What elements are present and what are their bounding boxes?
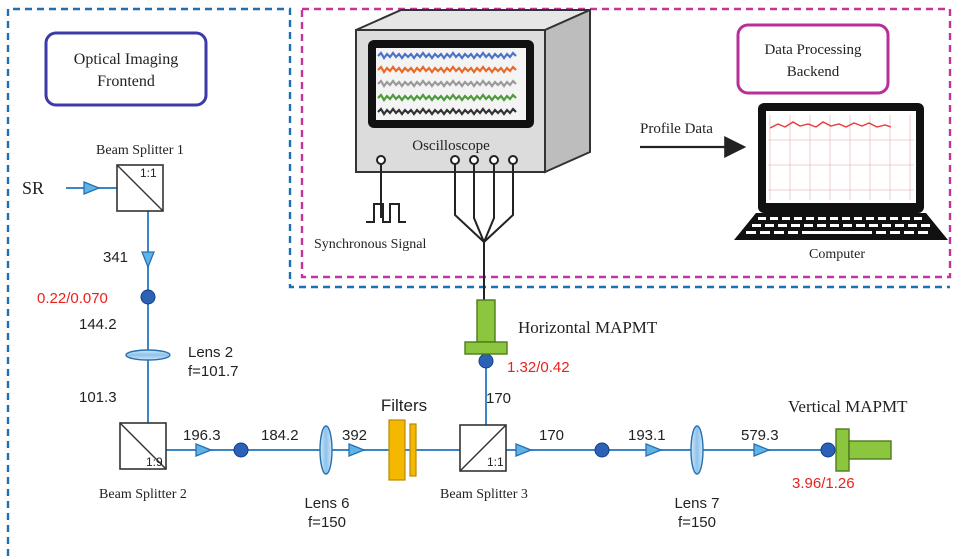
beam-size-bs1: 0.22/0.070	[37, 290, 108, 307]
profile-data-label: Profile Data	[640, 121, 713, 137]
computer-label: Computer	[809, 247, 865, 262]
oscilloscope-label: Oscilloscope	[412, 138, 490, 154]
dist-196-3: 196.3	[183, 427, 221, 444]
beam-splitter-2	[119, 422, 167, 470]
filters-label: Filters	[381, 396, 427, 415]
bs2-ratio: 1:9	[146, 455, 163, 469]
bs3-ratio: 1:1	[487, 455, 504, 469]
dist-101-3: 101.3	[79, 389, 117, 406]
vertical-mapmt	[835, 428, 892, 472]
dist-170-vertical: 170	[486, 390, 511, 407]
sync-signal-label: Synchronous Signal	[314, 237, 427, 252]
beam-splitter-1	[116, 164, 164, 212]
horizontal-mapmt-label: Horizontal MAPMT	[518, 318, 658, 337]
beam-arrowheads	[83, 181, 771, 457]
lens6-name: Lens 6	[304, 495, 349, 512]
oscilloscope	[355, 8, 591, 174]
frontend-title-box	[44, 31, 208, 107]
focus-points	[140, 289, 836, 458]
dist-184-2: 184.2	[261, 427, 299, 444]
lens6-focal: f=150	[308, 514, 346, 531]
dist-170-horizontal: 170	[539, 427, 564, 444]
dist-144-2: 144.2	[79, 316, 117, 333]
beam-size-vertical: 3.96/1.26	[792, 475, 855, 492]
bs1-label: Beam Splitter 1	[96, 143, 184, 158]
lens-7	[690, 425, 704, 475]
beam-size-horizontal: 1.32/0.42	[507, 359, 570, 376]
dist-392: 392	[342, 427, 367, 444]
beam-path	[66, 186, 825, 451]
lens-2	[125, 349, 171, 361]
dist-341: 341	[103, 249, 128, 266]
backend-title-box	[736, 23, 890, 95]
frontend-title-line1: Optical Imaging	[74, 51, 178, 68]
dist-579-3: 579.3	[741, 427, 779, 444]
vertical-mapmt-label: Vertical MAPMT	[788, 397, 908, 416]
computer-laptop	[734, 103, 948, 240]
lens7-name: Lens 7	[674, 495, 719, 512]
sr-source-label: SR	[22, 178, 44, 198]
frontend-title-line2: Frontend	[97, 73, 155, 90]
frontend-region-border	[6, 7, 950, 556]
filters	[388, 419, 417, 481]
lens2-name: Lens 2	[188, 344, 233, 361]
sync-cable	[366, 164, 406, 223]
backend-title-line1: Data Processing	[764, 42, 862, 58]
dist-193-1: 193.1	[628, 427, 666, 444]
lens7-focal: f=150	[678, 514, 716, 531]
beam-splitter-3	[459, 424, 507, 472]
probe-cables	[454, 164, 514, 300]
lens2-focal: f=101.7	[188, 363, 238, 380]
bs1-ratio: 1:1	[140, 166, 157, 180]
lens-6	[319, 425, 333, 475]
bs3-label: Beam Splitter 3	[440, 487, 528, 502]
horizontal-mapmt	[464, 299, 508, 355]
bs2-label: Beam Splitter 2	[99, 487, 187, 502]
backend-region-border	[300, 7, 952, 279]
backend-title-line2: Backend	[787, 64, 840, 80]
